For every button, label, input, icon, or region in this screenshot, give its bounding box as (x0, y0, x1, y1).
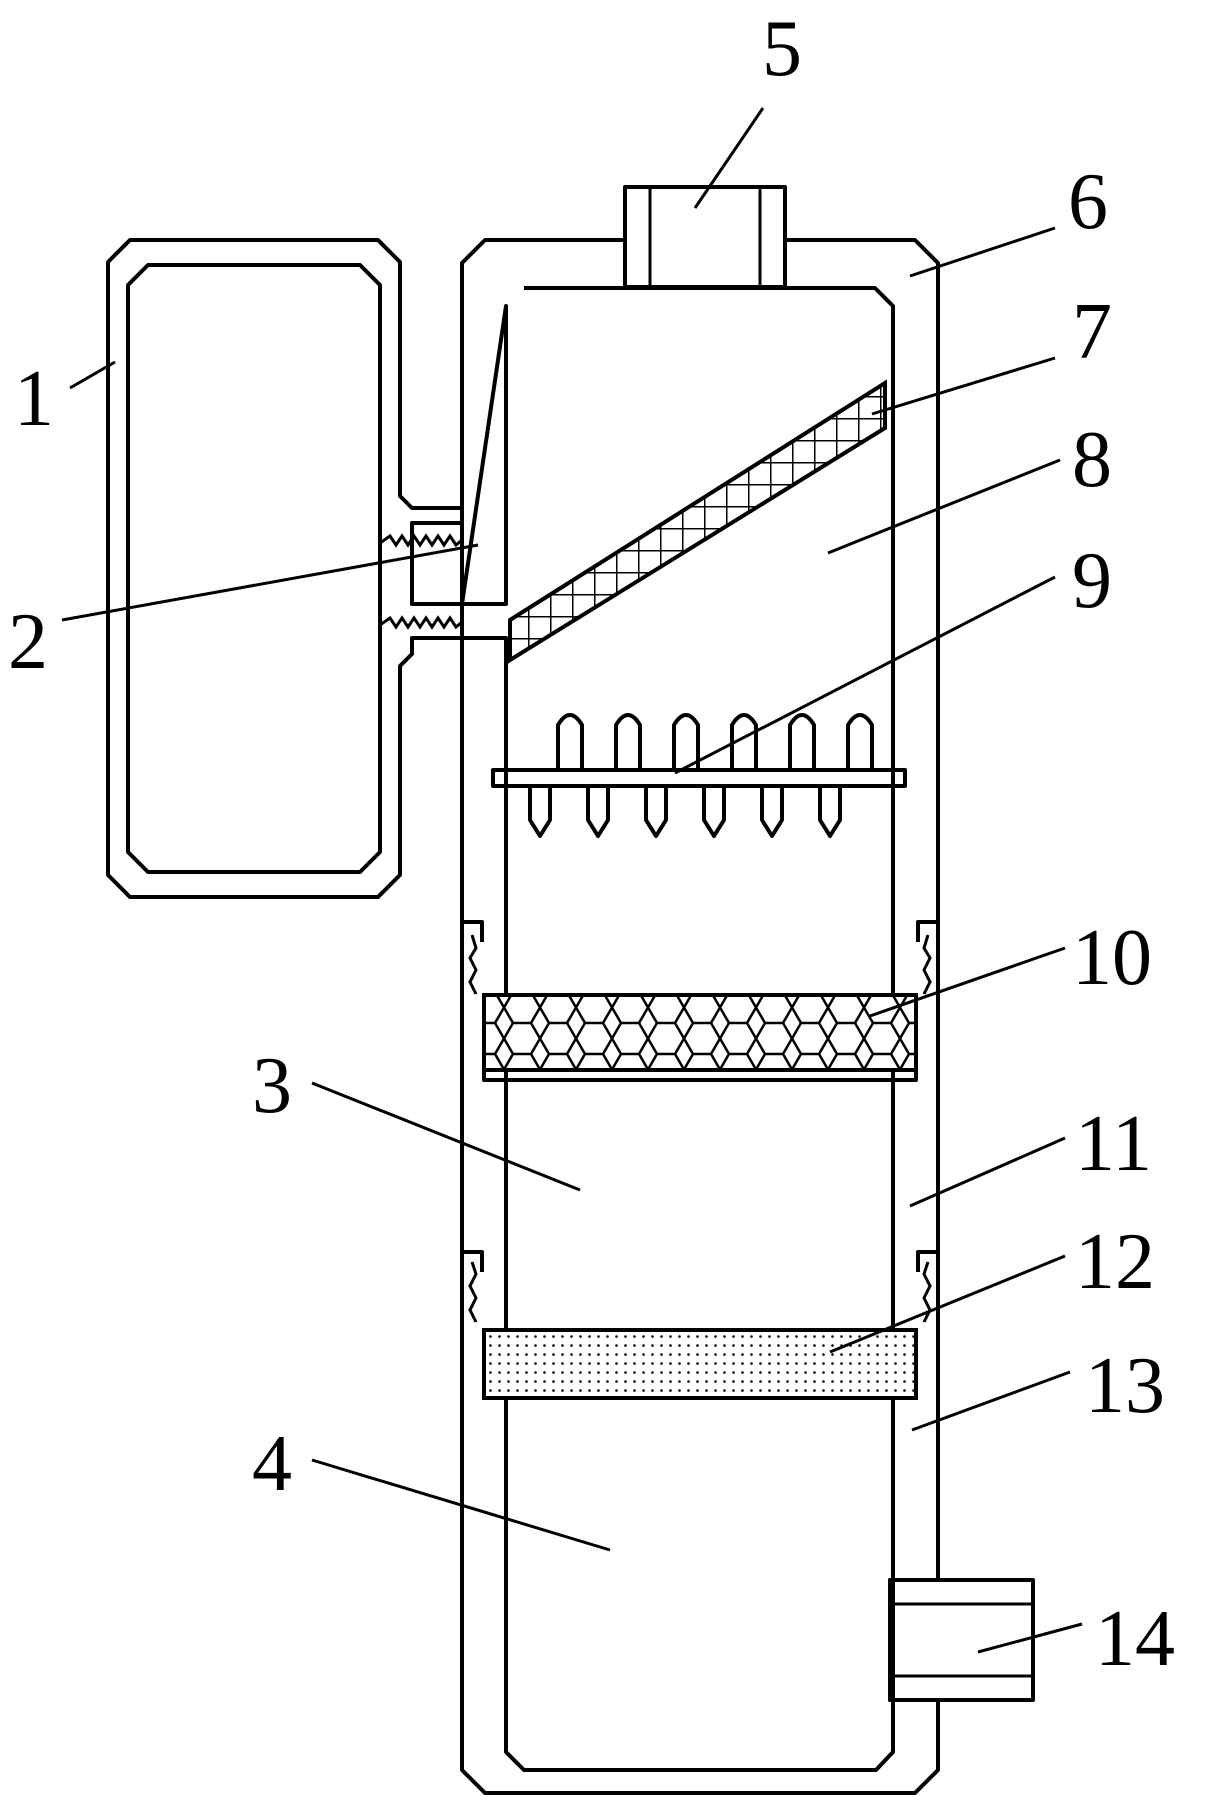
label-11: 11 (1075, 1100, 1152, 1188)
label-6: 6 (1068, 158, 1108, 246)
top-inlet-pipe (625, 187, 785, 287)
label-10: 10 (1072, 914, 1152, 1002)
label-5: 5 (762, 5, 802, 93)
label-1: 1 (14, 355, 54, 443)
label-12: 12 (1075, 1218, 1155, 1306)
inclined-screen (510, 383, 885, 660)
label-8: 8 (1072, 416, 1112, 504)
stirring-rod (493, 715, 905, 836)
label-3: 3 (252, 1042, 292, 1130)
label-14: 14 (1095, 1595, 1175, 1683)
part-labels: 1 2 3 4 5 6 7 8 9 10 11 12 13 14 (8, 5, 1175, 1683)
hex-filter-layer (462, 922, 938, 1080)
leader-lines (62, 108, 1082, 1652)
side-tank (108, 240, 462, 897)
label-4: 4 (252, 1420, 292, 1508)
label-7: 7 (1072, 288, 1112, 376)
label-9: 9 (1072, 537, 1112, 625)
label-13: 13 (1085, 1342, 1165, 1430)
outlet-pipe (890, 1580, 1033, 1700)
label-2: 2 (8, 598, 48, 686)
dotted-filter-layer (462, 1252, 938, 1398)
